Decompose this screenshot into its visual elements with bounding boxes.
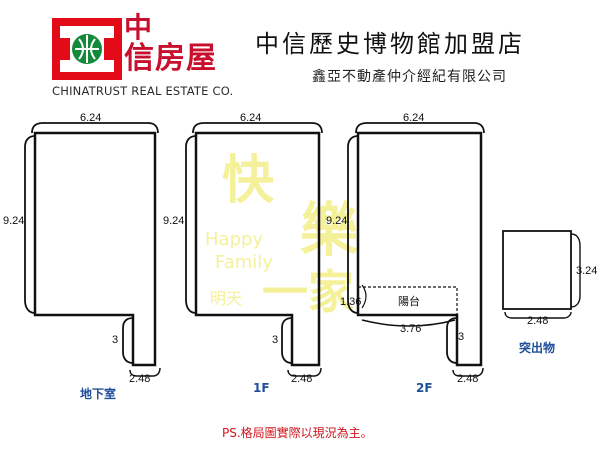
1f-label: 1F (253, 381, 270, 395)
protrusion-height: 3.24 (576, 265, 597, 277)
plan-1f (185, 122, 323, 377)
2f-balcony-depth: 1.36 (340, 296, 361, 308)
watermark-char1: 快 (222, 151, 275, 211)
basement-width: 6.24 (80, 112, 101, 124)
2f-width: 6.24 (403, 112, 424, 124)
basement-notch-height: 3 (112, 334, 118, 346)
plan-protrusion (502, 230, 581, 319)
2f-notch-height: 3 (458, 331, 464, 343)
disclaimer-note: PS.格局圖實際以現況為主。 (222, 426, 373, 440)
watermark: 快 樂 一家 Happy Family 明天 (205, 151, 359, 319)
1f-notch-width: 2.48 (291, 373, 312, 385)
2f-depth: 9.24 (326, 215, 347, 227)
brand-english-name: CHINATRUST REAL ESTATE CO. (52, 84, 234, 98)
2f-label: 2F (416, 381, 433, 395)
basement-notch-width: 2.48 (129, 373, 150, 385)
company-logo (52, 18, 122, 80)
2f-notch-width: 2.48 (457, 373, 478, 385)
1f-notch-height: 3 (272, 334, 278, 346)
watermark-char3: 一家 (262, 265, 354, 319)
2f-balcony-label: 陽台 (398, 294, 420, 308)
plan-basement (24, 122, 161, 377)
page-subtitle: 鑫亞不動產仲介經紀有限公司 (312, 69, 507, 85)
1f-width: 6.24 (240, 112, 261, 124)
watermark-char2: 樂 (300, 196, 359, 264)
page-title: 中信歷史博物館加盟店 (255, 30, 525, 58)
protrusion-label: 突出物 (519, 340, 555, 355)
protrusion-width: 2.48 (527, 315, 548, 327)
watermark-line1: Happy (205, 229, 263, 250)
watermark-line2: Family (215, 252, 273, 273)
brand-name-line2: 信房屋 (124, 41, 217, 76)
basement-depth: 9.24 (3, 215, 24, 227)
plan-2f (347, 122, 485, 377)
basement-label: 地下室 (80, 386, 116, 401)
1f-depth: 9.24 (163, 215, 184, 227)
brand-name-line1: 中 (124, 11, 155, 44)
2f-balcony-width: 3.76 (400, 323, 421, 335)
brand-name: 中 信房屋 (124, 14, 217, 74)
watermark-small: 明天 (210, 289, 242, 308)
